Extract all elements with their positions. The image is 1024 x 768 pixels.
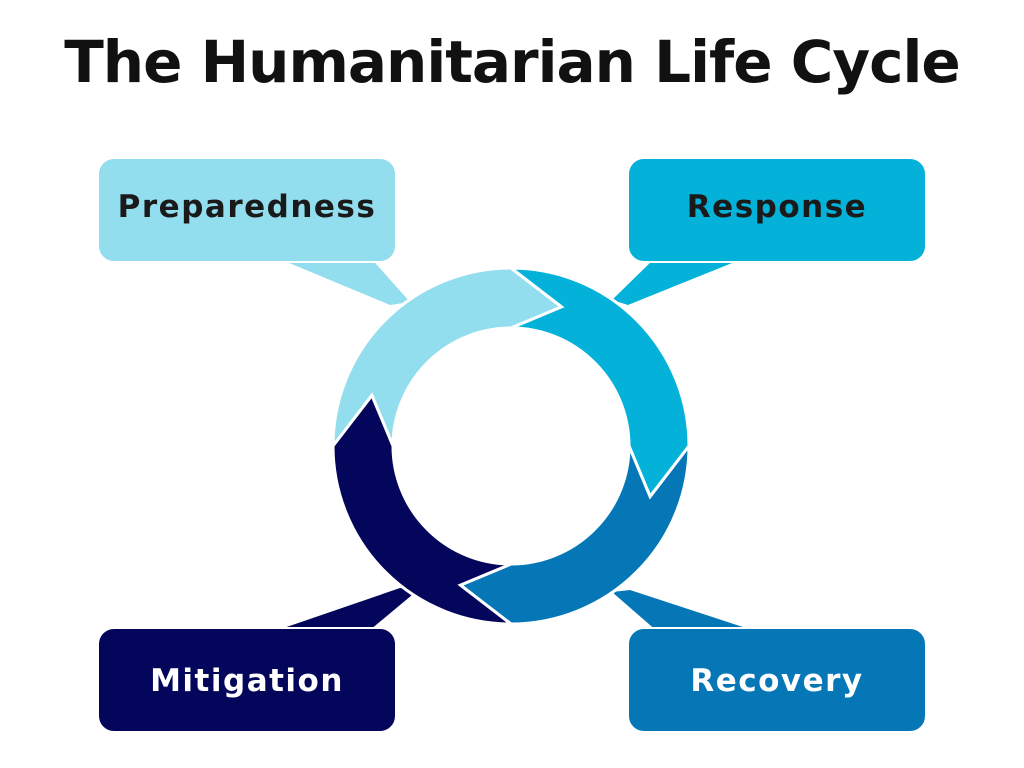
response-pointer — [612, 255, 752, 305]
recovery-pointer — [612, 590, 752, 632]
cycle-ring — [331, 266, 691, 626]
response-label: Response — [687, 189, 867, 225]
preparedness-label: Preparedness — [118, 189, 377, 225]
preparedness-pointer — [270, 255, 410, 305]
mitigation-label: Mitigation — [150, 663, 344, 699]
mitigation-callout: Mitigation — [97, 627, 397, 733]
preparedness-callout: Preparedness — [97, 157, 397, 263]
mitigation-ring-segment — [331, 392, 516, 626]
mitigation-pointer — [272, 588, 418, 632]
recovery-label: Recovery — [690, 663, 863, 699]
page-title: The Humanitarian Life Cycle — [64, 28, 961, 96]
response-callout: Response — [627, 157, 927, 263]
recovery-callout: Recovery — [627, 627, 927, 733]
